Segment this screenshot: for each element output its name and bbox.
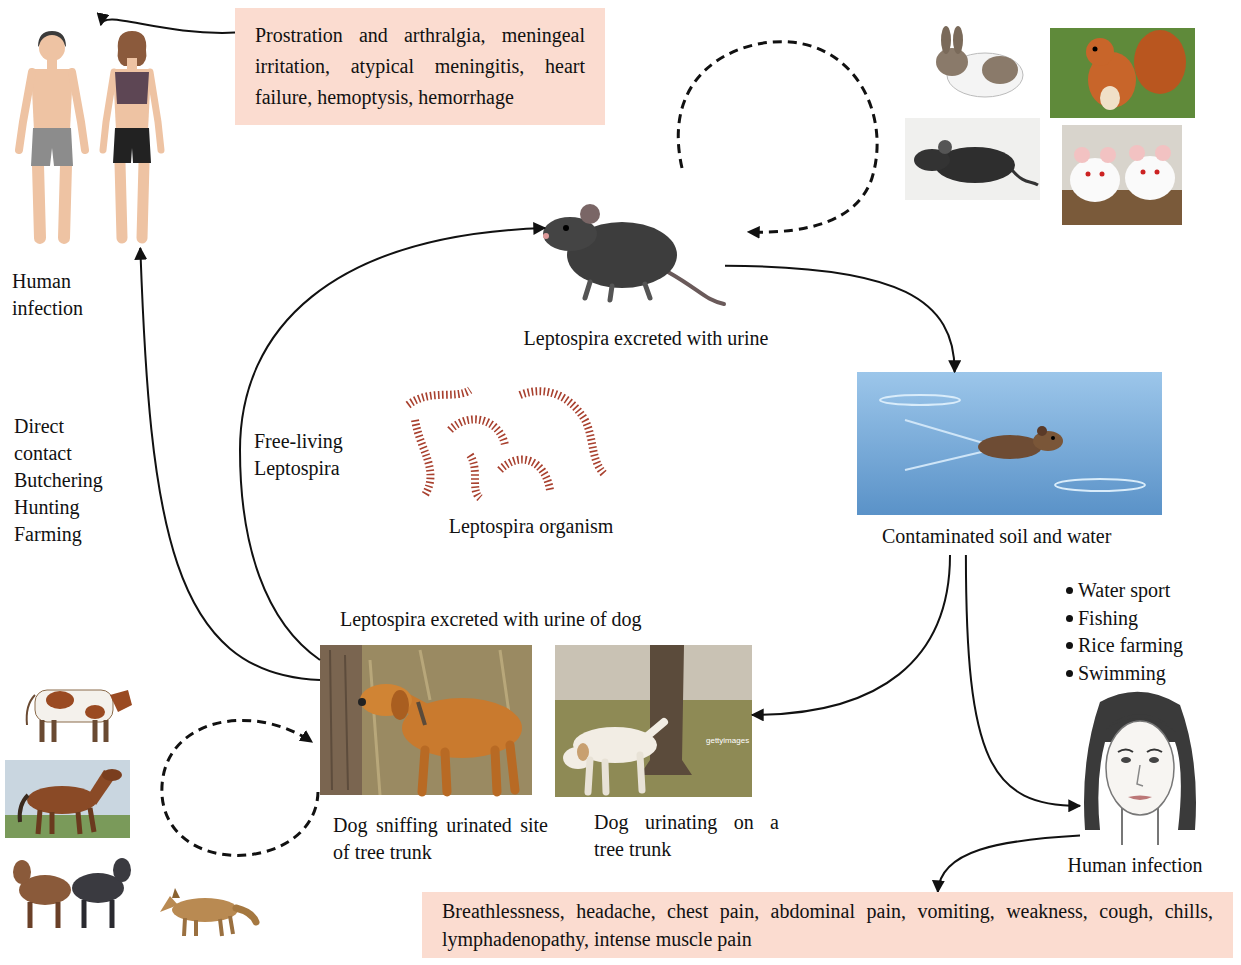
- dog-sniffing-picture: Dog sniffing urinated site of tree trunk: [320, 645, 532, 795]
- caption: Contaminated soil and water: [882, 523, 1160, 550]
- edge-label: Direct contact Butchering Hunting Farmin…: [14, 413, 114, 548]
- cycle-loop: [162, 720, 318, 855]
- leptospira-drawing: [408, 390, 605, 498]
- dog-urinating-photo: [555, 645, 752, 797]
- bullet-dot: [1066, 642, 1073, 649]
- label-slot: gettyimages: [706, 736, 749, 746]
- dog-urinating-picture: Dog urinating on a tree trunk: [555, 645, 752, 797]
- caption: Human infection: [1045, 852, 1225, 879]
- label-slot: Rice farming: [1078, 632, 1183, 659]
- activity-item: Fishing: [1078, 605, 1138, 632]
- activity-item: Water sport: [1078, 577, 1170, 604]
- leptospira-picture: Leptospira organism: [405, 383, 610, 502]
- water-photo: [857, 372, 1162, 515]
- water-picture: Contaminated soil and water: [857, 372, 1162, 555]
- connector-arrow: [101, 19, 235, 32]
- connector-arrow: [966, 555, 1080, 806]
- activity-item: Rice farming: [1078, 632, 1183, 659]
- label-slot: Water sport: [1078, 577, 1170, 604]
- caption: Human infection: [12, 268, 116, 322]
- caption-slot: Dog sniffing urinated site of tree trunk: [333, 812, 548, 866]
- bullet-dot: [1066, 615, 1073, 622]
- watermark: gettyimages: [706, 736, 749, 746]
- human-figure: Human infection: [10, 25, 175, 248]
- caption-slot: Leptospira excreted with urine of dog: [340, 606, 750, 633]
- caption-slot: Human infection: [12, 268, 116, 322]
- caption-slot: Dog urinating on a tree trunk: [594, 809, 779, 863]
- symptom-box: Breathlessness, headache, chest pain, ab…: [422, 892, 1233, 958]
- activity-item: Swimming: [1078, 660, 1166, 687]
- caption: Leptospira organism: [420, 513, 642, 540]
- caption: Dog urinating on a tree trunk: [594, 809, 779, 863]
- symptom-box: Prostration and arthralgia, meningeal ir…: [235, 8, 605, 125]
- rat-picture: Leptospira excreted with urine: [545, 180, 725, 308]
- connector-arrow: [938, 836, 1080, 892]
- caption-slot: Leptospira organism: [420, 513, 642, 540]
- caption-slot: Contaminated soil and water: [882, 523, 1160, 550]
- livestock-photos: [5, 690, 256, 936]
- caption: Leptospira excreted with urine: [490, 325, 802, 352]
- caption: Leptospira excreted with urine of dog: [340, 606, 750, 633]
- connector-arrow: [725, 266, 955, 372]
- edge-label-slot: Direct contact Butchering Hunting Farmin…: [14, 413, 114, 548]
- small-animals: [905, 26, 1195, 225]
- caption: Dog sniffing urinated site of tree trunk: [333, 812, 548, 866]
- edge-label: Free-living Leptospira: [254, 428, 374, 482]
- rat-drawing: [543, 204, 724, 304]
- face-sketch: [1084, 692, 1196, 845]
- cycle-loop: [678, 42, 877, 233]
- dog-sniffing-photo: [320, 645, 532, 795]
- connector-arrow: [240, 228, 545, 660]
- human-body: [19, 31, 161, 238]
- bullet-dot: [1066, 670, 1073, 677]
- label-slot: Fishing: [1078, 605, 1138, 632]
- edge-label-slot: Free-living Leptospira: [254, 428, 374, 482]
- symptom-text: Prostration and arthralgia, meningeal ir…: [255, 20, 585, 113]
- symptom-text: Breathlessness, headache, chest pain, ab…: [442, 897, 1213, 953]
- label-slot: Swimming: [1078, 660, 1166, 687]
- caption-slot: Leptospira excreted with urine: [490, 325, 802, 352]
- dog-group: Leptospira excreted with urine of dogDog…: [318, 606, 758, 800]
- caption-slot: Human infection: [1045, 852, 1225, 879]
- connector-arrow: [752, 555, 950, 715]
- bullet-dot: [1066, 587, 1073, 594]
- human-face: Human infection: [1080, 688, 1200, 845]
